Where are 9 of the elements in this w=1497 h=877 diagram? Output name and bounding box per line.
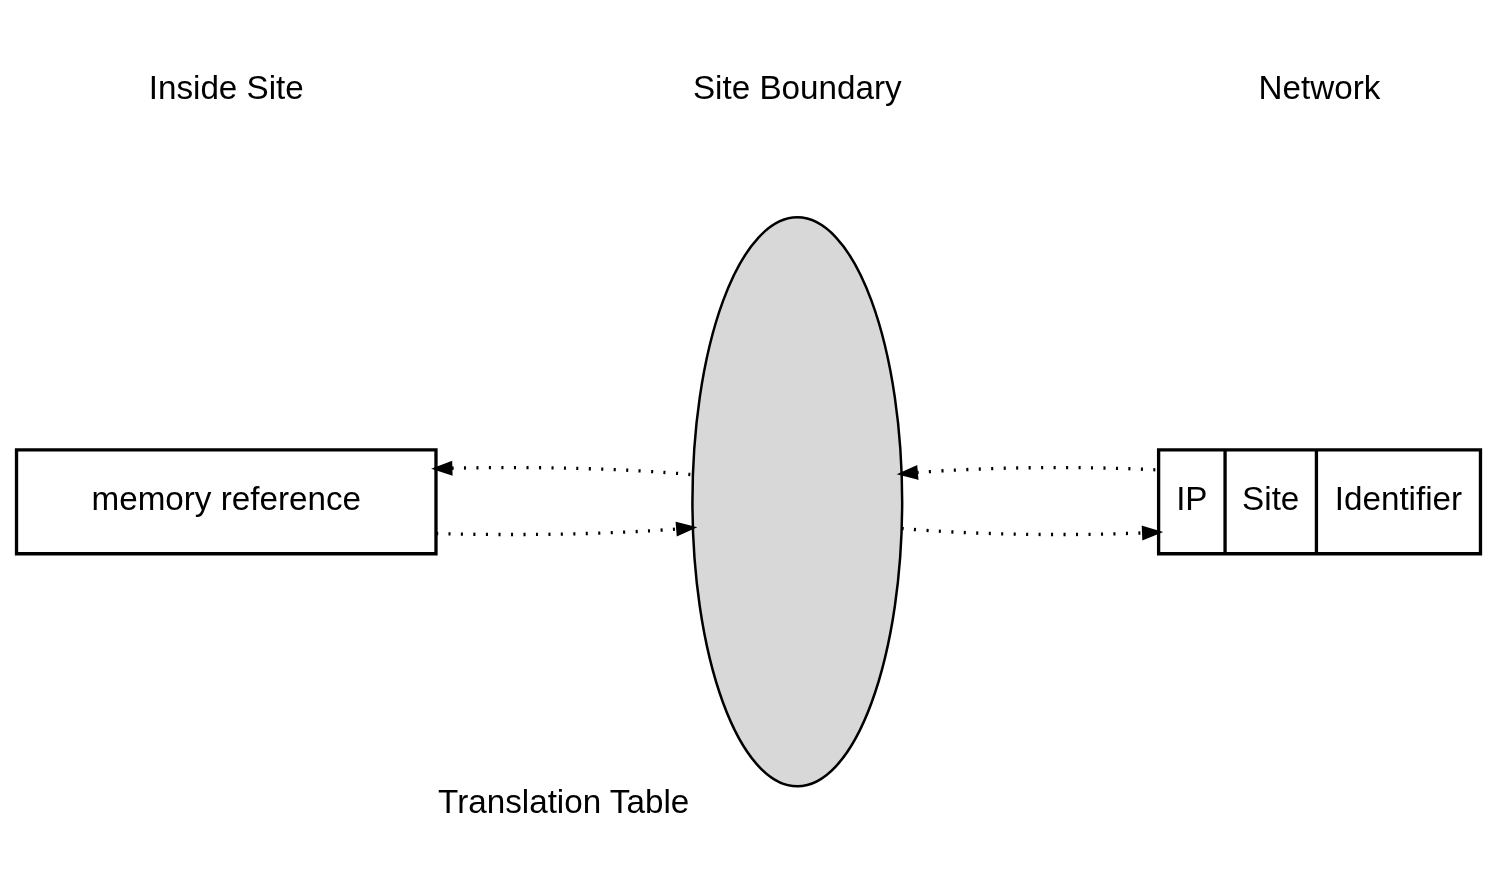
- arrow: [431, 460, 693, 477]
- node-box: memory reference: [14, 448, 438, 556]
- arrow: [436, 521, 698, 537]
- node-label: Translation Table: [438, 782, 690, 820]
- label: Inside Site: [148, 68, 304, 106]
- label: Site Boundary: [692, 68, 902, 106]
- label: Network: [1258, 68, 1381, 106]
- node-ellipse: [691, 216, 904, 788]
- arrow: [901, 525, 1164, 541]
